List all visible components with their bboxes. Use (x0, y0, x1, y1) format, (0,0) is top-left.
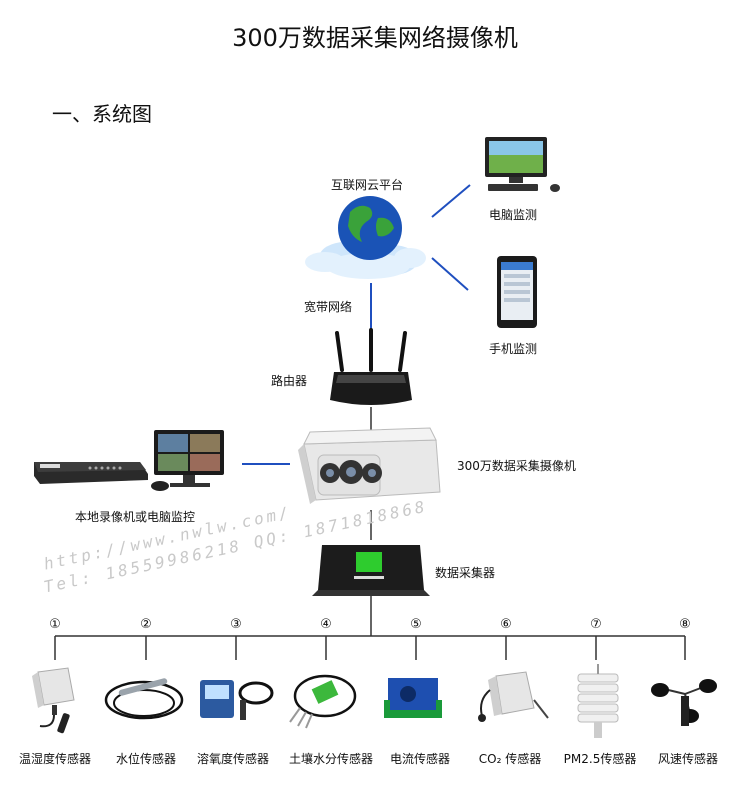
collector-label: 数据采集器 (435, 566, 496, 580)
sensor-number: ② (140, 617, 152, 632)
link-cloud-pc (431, 184, 471, 218)
sensor-number: ① (49, 617, 61, 632)
sensor-label-water-level: 水位传感器 (115, 752, 176, 766)
sensor-label-pm25: PM2.5传感器 (563, 752, 637, 766)
sensor-drops (54, 636, 686, 660)
sensor-number: ⑤ (410, 617, 422, 632)
sensor-number: ③ (230, 617, 242, 632)
broadband-label: 宽带网络 (304, 300, 353, 314)
sensor-label-soil-moisture: 土壤水分传感器 (288, 752, 373, 766)
data-collector-icon (312, 545, 430, 596)
sensor-number: ⑥ (500, 617, 512, 632)
sensor-label-wind-speed: 风速传感器 (657, 752, 718, 766)
soil-moisture-sensor-icon (289, 674, 357, 729)
phone-monitor-label: 手机监测 (489, 342, 538, 356)
sensor-number: ⑧ (679, 617, 691, 632)
sensor-label-current: 电流传感器 (389, 752, 450, 766)
anemometer-icon (651, 679, 717, 726)
sensor-label-dissolved-oxygen: 溶氧度传感器 (196, 752, 269, 766)
page-title: 300万数据采集网络摄像机 (232, 24, 518, 52)
router-label: 路由器 (271, 374, 308, 388)
pm25-sensor-icon (577, 664, 619, 738)
section-heading: 一、系统图 (52, 102, 152, 126)
smartphone-icon (497, 256, 537, 328)
water-level-sensor-icon (104, 678, 184, 720)
camera-icon (298, 427, 441, 504)
sensor-number: ⑦ (590, 617, 602, 632)
camera-label: 300万数据采集摄像机 (457, 459, 576, 473)
sensor-label-temp-humidity: 温湿度传感器 (18, 752, 91, 766)
router-icon (330, 328, 412, 405)
cloud-globe-icon (305, 196, 426, 279)
co2-sensor-icon (478, 671, 549, 722)
dissolved-oxygen-sensor-icon (200, 680, 274, 720)
nvr-label: 本地录像机或电脑监控 (75, 510, 196, 524)
current-sensor-icon (384, 678, 442, 718)
link-cloud-phone (431, 257, 469, 291)
sensor-label-co2: CO₂ 传感器 (478, 752, 542, 766)
nvr-monitor-icon (34, 430, 224, 491)
pc-monitor-label: 电脑监测 (489, 208, 538, 222)
desktop-pc-icon (485, 137, 560, 192)
sensor-number: ④ (320, 617, 332, 632)
temp-humidity-sensor-icon (32, 667, 75, 734)
cloud-platform-label: 互联网云平台 (331, 178, 404, 192)
